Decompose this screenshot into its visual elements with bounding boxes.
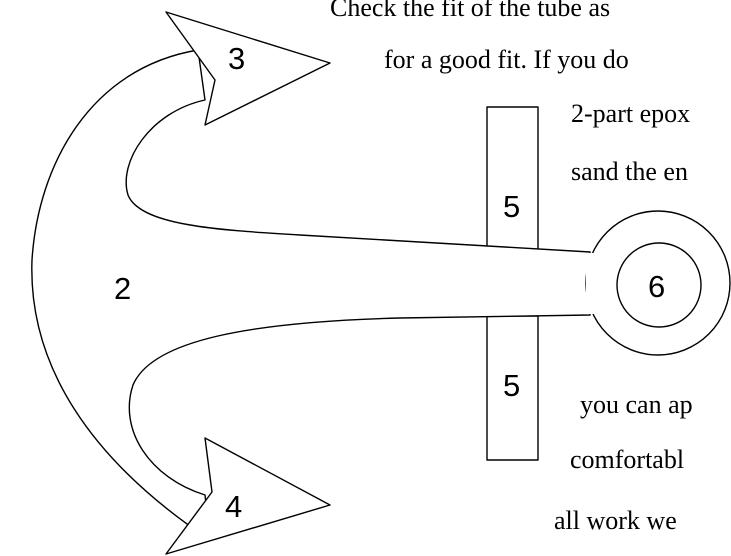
text-line-1: Check the fit of the tube as (330, 0, 610, 22)
label-stock-lower: 5 (503, 368, 520, 403)
instruction-text-lower: you can ap comfortabl all work we (554, 390, 693, 535)
text-line-7: all work we (554, 506, 677, 535)
instruction-text-upper: Check the fit of the tube as for a good … (330, 0, 690, 186)
label-upper-fluke: 3 (228, 41, 245, 76)
text-line-5: you can ap (580, 390, 693, 419)
anchor-fluke-lower (165, 437, 331, 555)
text-line-6: comfortabl (570, 445, 684, 474)
anchor-arm (31, 49, 591, 541)
label-curved-arm: 2 (114, 271, 131, 306)
anchor-ring-inner (616, 242, 702, 328)
label-ring: 6 (648, 269, 665, 304)
text-line-2: for a good fit. If you do (384, 45, 629, 74)
text-line-3: 2-part epox (571, 99, 690, 128)
anchor-fluke-upper (165, 11, 331, 126)
stock-bar-upper (486, 106, 539, 254)
arm-ring-joint-mask (586, 253, 594, 314)
text-line-4: sand the en (571, 157, 688, 186)
stock-bar-lower (486, 315, 539, 461)
label-stock-upper: 5 (503, 189, 520, 224)
label-lower-fluke: 4 (225, 489, 242, 524)
